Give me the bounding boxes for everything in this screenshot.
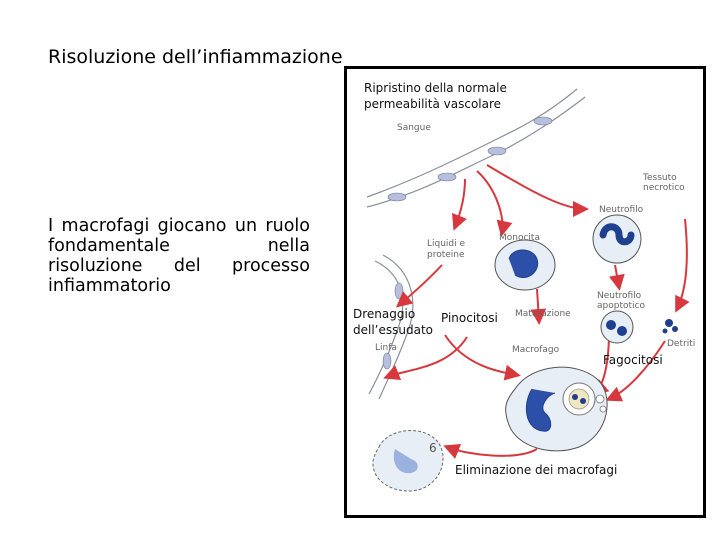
arrow-vessel-to-liquids [452,178,467,231]
label-maturazione: Maturazione [515,309,571,319]
inflammation-resolution-figure: Ripristino della normale permeabilità va… [344,66,706,518]
arrow-liquids-to-lymph [395,264,443,308]
label-liquidi-line2: proteine [427,250,465,260]
label-neutrofilo: Neutrofilo [599,205,644,215]
arrow-monocyte-to-macrophage [530,288,547,325]
label-vascular-permeability-line1: Ripristino della normale [364,81,507,95]
label-sangue: Sangue [397,123,431,133]
debris-particles [662,319,678,334]
arrow-drenaggio-to-macrophage [444,334,521,381]
slide-title: Risoluzione dell’infiammazione [48,46,343,68]
eliminated-macrophage [372,430,444,492]
label-linfa: Linfa [375,343,397,353]
arrow-necrotic-to-debris [675,218,690,313]
label-number-6: 6 [429,441,437,455]
body-paragraph: I macrofagi giocano un ruolo fondamental… [48,216,310,296]
arrow-neutrophil-to-apoptotic [608,264,625,291]
arrow-vessel-to-monocyte [476,170,513,237]
arrow-detriti-to-macrophage [605,340,666,402]
label-eliminazione: Eliminazione dei macrofagi [455,463,618,477]
apoptotic-neutrophil-cell [600,310,634,344]
label-tessuto-line1: Tessuto [643,173,677,183]
label-drenaggio-line2: dell’essudato [353,323,433,337]
label-drenaggio-line1: Drenaggio [353,307,416,321]
label-neutrofilo-apoptotico-line1: Neutrofilo [597,291,642,301]
arrow-macrophage-to-elimination [443,444,538,459]
label-liquidi-line1: Liquidi e [427,239,466,249]
neutrophil-cell [592,214,642,264]
macrophage-cell [505,366,608,452]
diagram-illustration [366,88,690,492]
arrow-vessel-to-neutrophil [486,164,589,217]
arrow-macrophage-to-lymph [383,336,468,380]
label-neutrofilo-apoptotico-line2: apoptotico [597,301,645,311]
label-macrofago: Macrofago [512,345,560,355]
label-pinocitosi: Pinocitosi [441,311,498,325]
blood-vessel [366,88,586,208]
label-monocita: Monocita [499,233,540,243]
label-tessuto-line2: necrotico [643,183,685,193]
label-detriti: Detriti [667,339,696,349]
label-fagocitosi: Fagocitosi [603,353,663,367]
monocyte-cell [494,239,556,291]
label-vascular-permeability-line2: permeabilità vascolare [364,97,502,111]
